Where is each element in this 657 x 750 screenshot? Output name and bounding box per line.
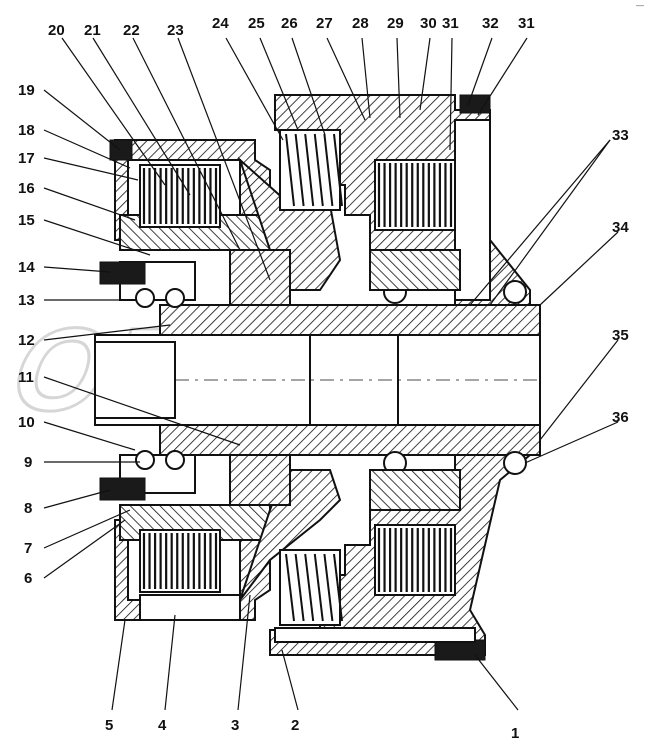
callout-26: 26 (281, 15, 298, 32)
callout-35: 35 (612, 327, 629, 344)
callout-14: 14 (18, 259, 35, 276)
spring-coil (304, 133, 315, 207)
callout-34: 34 (612, 219, 629, 236)
callout-5: 5 (105, 717, 113, 734)
callout-3: 3 (231, 717, 239, 734)
callout-16: 16 (18, 180, 35, 197)
callout-7: 7 (24, 540, 32, 557)
callout-13: 13 (18, 292, 35, 309)
callout-1: 1 (511, 725, 519, 742)
callout-23: 23 (167, 22, 184, 39)
spring-coil (294, 133, 305, 207)
callout-31b: 31 (518, 15, 535, 32)
callout-32: 32 (482, 15, 499, 32)
callout-17: 17 (18, 150, 35, 167)
spring-coil (285, 133, 295, 207)
corner-mark: — (636, 1, 644, 10)
friction-plates (142, 133, 453, 622)
right-lower-friction-pack (374, 524, 456, 596)
callout-15: 15 (18, 212, 35, 229)
right-clutch-lower (269, 451, 533, 661)
spring-coil (323, 553, 334, 622)
spring-coil (294, 553, 305, 622)
top-callouts: 20 21 22 23 24 25 26 27 28 29 30 31 32 3… (48, 15, 535, 39)
callout-21: 21 (84, 22, 101, 39)
spring-coil (313, 553, 324, 622)
callout-22: 22 (123, 22, 140, 39)
callout-33: 33 (612, 127, 629, 144)
callout-11: 11 (18, 369, 34, 386)
callout-31a: 31 (442, 15, 459, 32)
callout-29: 29 (387, 15, 404, 32)
callout-27: 27 (316, 15, 333, 32)
right-callouts: 33 34 35 36 (612, 127, 629, 426)
callout-25: 25 (248, 15, 265, 32)
callout-20: 20 (48, 22, 65, 39)
shaft (94, 304, 541, 456)
spring-coil (333, 133, 343, 207)
left-upper-friction-pack (139, 164, 221, 228)
callout-8: 8 (24, 500, 32, 517)
callout-19: 19 (18, 82, 35, 99)
bottom-callouts: 5 4 3 2 1 (105, 717, 519, 742)
left-lower-friction-pack (139, 529, 221, 593)
callout-10: 10 (18, 414, 35, 431)
callout-30: 30 (420, 15, 437, 32)
spring-coil (323, 133, 334, 207)
callout-28: 28 (352, 15, 369, 32)
callout-9: 9 (24, 454, 32, 471)
spring-coil (333, 553, 343, 622)
right-clutch-upper (274, 94, 531, 306)
leader-lines (43, 37, 619, 711)
left-callouts: 19 18 17 16 15 14 13 12 11 10 9 8 7 6 (18, 82, 35, 587)
spring-coil (313, 133, 324, 207)
callout-2: 2 (291, 717, 299, 734)
callout-4: 4 (158, 717, 167, 734)
callout-36: 36 (612, 409, 629, 426)
right-upper-friction-pack (374, 159, 456, 231)
left-clutch-lower (99, 450, 342, 621)
callout-6: 6 (24, 570, 32, 587)
callout-12: 12 (18, 332, 35, 349)
spring-coil (285, 553, 295, 622)
callout-18: 18 (18, 122, 35, 139)
spring-coil (304, 553, 315, 622)
callout-24: 24 (212, 15, 229, 32)
